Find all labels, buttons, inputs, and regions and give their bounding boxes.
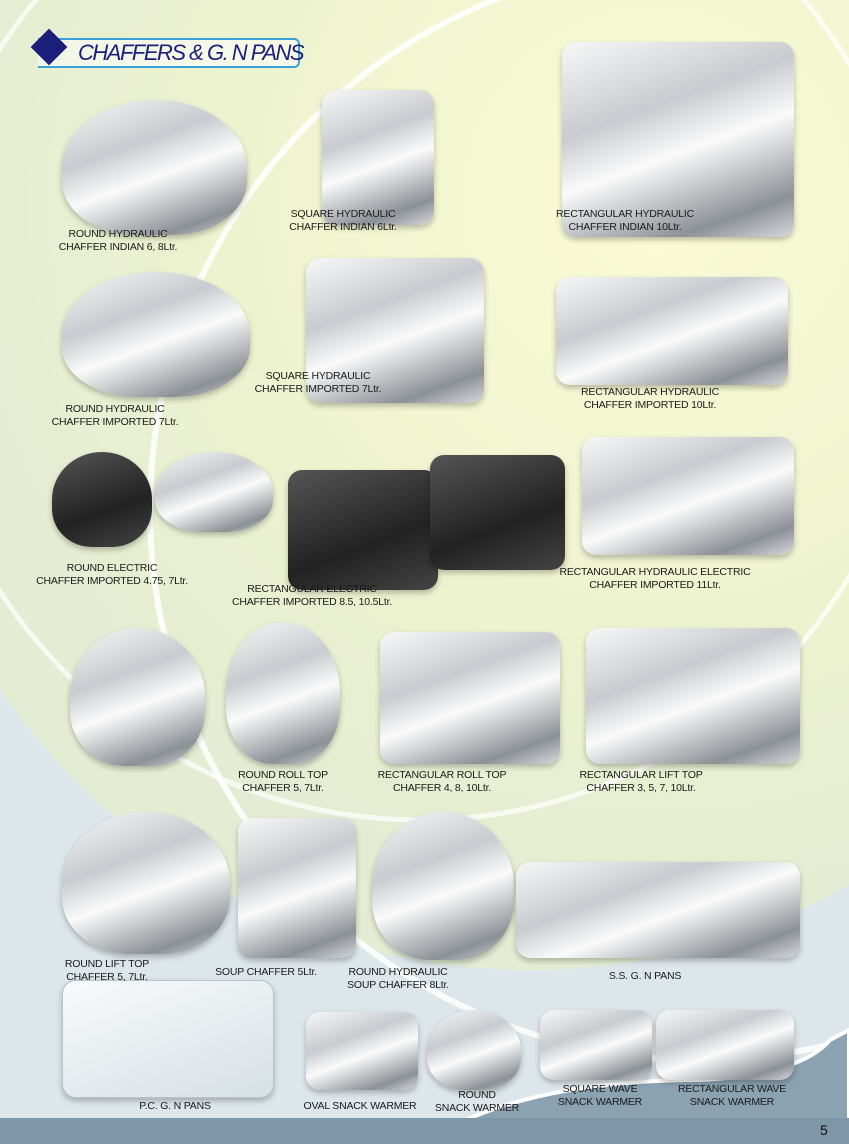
product-label-line1: SQUARE HYDRAULIC [290, 208, 396, 220]
product-label-line1: ROUND LIFT TOP [64, 958, 150, 970]
product-image [556, 277, 788, 385]
product-label: S.S. G. N PANS [609, 970, 681, 983]
product-label-line1: SQUARE HYDRAULIC [265, 370, 371, 382]
product-image [52, 452, 152, 547]
product-image [656, 1010, 794, 1080]
product-label-line1: S.S. G. N PANS [608, 970, 682, 982]
product-image [62, 980, 274, 1098]
product-label-line1: ROUND ROLL TOP [238, 769, 328, 781]
product-image [306, 258, 484, 403]
product-image [288, 470, 438, 590]
product-label-line2: CHAFFER 5, 7Ltr. [242, 782, 324, 794]
product-image [427, 1010, 521, 1090]
product-image [322, 90, 434, 225]
product-label-line2: CHAFFER 5, 7Ltr. [66, 971, 148, 983]
product-image [62, 100, 247, 235]
product-image [430, 455, 565, 570]
product-image [586, 628, 800, 764]
product-image [226, 622, 340, 764]
product-label-line2: CHAFFER INDIAN 10Ltr. [568, 221, 682, 233]
product-label-line2: CHAFFER 4, 8, 10Ltr. [392, 782, 492, 794]
product-label: OVAL SNACK WARMER [304, 1100, 417, 1113]
product-label-line1: RECTANGULAR HYDRAULIC [556, 208, 694, 220]
product-label-line1: RECTANGULAR WAVE [677, 1083, 787, 1095]
product-label-line2: SNACK WARMER [434, 1102, 520, 1114]
page-title: CHAFFERS & G. N PANS [78, 40, 305, 65]
product-label-line2: CHAFFER IMPORTED 7Ltr. [51, 416, 179, 428]
product-label-line2: SNACK WARMER [557, 1096, 643, 1108]
product-image [62, 272, 250, 397]
product-label-line2: CHAFFER IMPORTED 10Ltr. [583, 399, 717, 411]
product-label-line1: OVAL SNACK WARMER [303, 1100, 417, 1112]
product-label-line2: CHAFFER 3, 5, 7, 10Ltr. [586, 782, 696, 794]
product-label-line2: CHAFFER INDIAN 6, 8Ltr. [58, 241, 178, 253]
page-number: 5 [820, 1122, 828, 1138]
product-label-line1: RECTANGULAR ROLL TOP [377, 769, 507, 781]
product-label-line2: SNACK WARMER [689, 1096, 775, 1108]
product-label-line2: CHAFFER IMPORTED 7Ltr. [254, 383, 382, 395]
product-image [155, 452, 273, 532]
product-image [540, 1010, 652, 1080]
product-label-line1: RECTANGULAR HYDRAULIC ELECTRIC [559, 566, 751, 578]
product-label-line1: ROUND [458, 1089, 496, 1101]
product-image [372, 812, 514, 960]
product-label-line2: CHAFFER IMPORTED 11Ltr. [589, 579, 721, 591]
product-label-line2: SOUP CHAFFER 8Ltr. [347, 979, 449, 991]
product-label-line2: CHAFFER INDIAN 6Ltr. [289, 221, 397, 233]
product-image [62, 812, 230, 954]
product-image [562, 42, 794, 237]
product-label: SOUP CHAFFER 5Ltr. [215, 966, 317, 979]
product-label-line1: SQUARE WAVE [562, 1083, 638, 1095]
product-label-line1: ROUND HYDRAULIC [68, 228, 168, 240]
product-image [70, 628, 205, 766]
product-image [238, 818, 356, 958]
product-image [516, 862, 800, 958]
product-label-line2: CHAFFER IMPORTED 8.5, 10.5Ltr. [231, 596, 393, 608]
product-label-line1: ROUND HYDRAULIC [65, 403, 165, 415]
product-label-line1: SOUP CHAFFER 5Ltr. [215, 966, 317, 978]
bottom-band [0, 1118, 849, 1144]
product-label-line2: CHAFFER IMPORTED 4.75, 7Ltr. [36, 575, 188, 587]
product-label-line1: RECTANGULAR ELECTRIC [247, 583, 377, 595]
bottom-wave [416, 1027, 849, 1144]
product-image [306, 1012, 418, 1090]
product-label: P.C. G. N PANS [139, 1100, 211, 1113]
product-label-line1: RECTANGULAR LIFT TOP [579, 769, 703, 781]
product-label-line1: ROUND HYDRAULIC [348, 966, 448, 978]
title-frame [38, 38, 300, 68]
product-image [380, 632, 560, 764]
product-label-line1: ROUND ELECTRIC [66, 562, 158, 574]
product-image [582, 437, 794, 555]
product-label-line1: RECTANGULAR HYDRAULIC [581, 386, 719, 398]
product-label-line1: P.C. G. N PANS [139, 1100, 211, 1112]
